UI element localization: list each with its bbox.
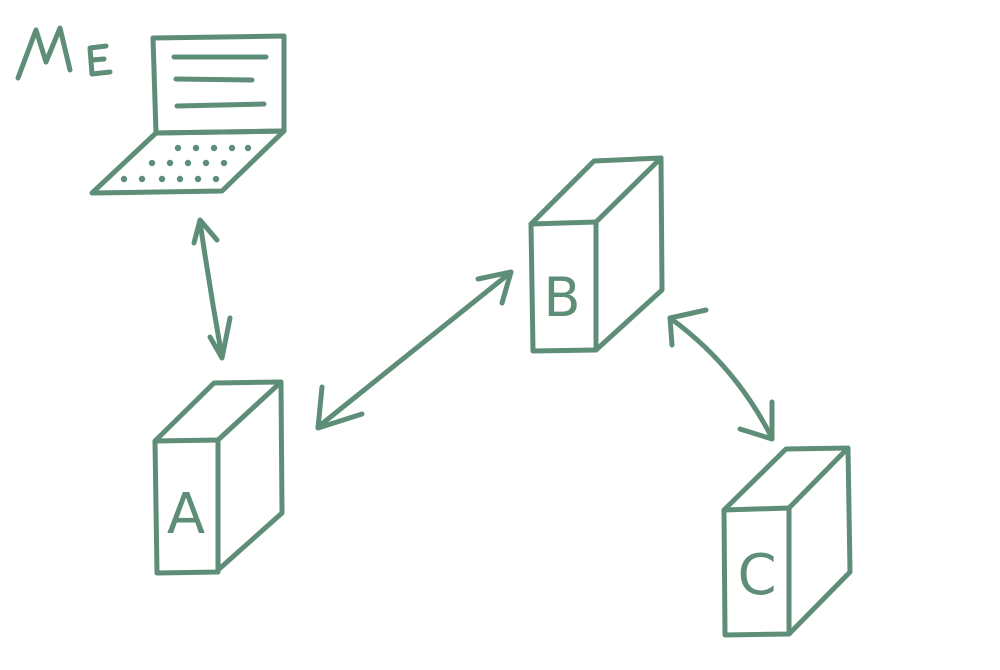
arrowhead bbox=[207, 315, 233, 361]
keyboard-key-dot bbox=[138, 175, 146, 183]
arrowhead bbox=[315, 384, 365, 431]
laptop-screen-line bbox=[174, 101, 267, 109]
laptop-screen bbox=[150, 33, 287, 136]
laptop-keys bbox=[120, 144, 252, 183]
laptop-screen-line bbox=[173, 76, 255, 83]
arrow-b-c bbox=[667, 307, 775, 442]
laptop-keyboard bbox=[89, 128, 287, 196]
laptop-icon bbox=[89, 33, 287, 196]
arrowhead bbox=[737, 399, 775, 442]
me-label: ME bbox=[15, 25, 113, 81]
keyboard-key-dot bbox=[166, 159, 174, 167]
keyboard-key-dot bbox=[194, 175, 202, 183]
me-label-text: ME bbox=[28, 71, 30, 73]
keyboard-key-dot bbox=[202, 159, 210, 167]
server-c-label: C bbox=[737, 543, 776, 608]
keyboard-key-dot bbox=[220, 159, 228, 167]
arrow-a-b bbox=[315, 269, 514, 431]
keyboard-key-dot bbox=[174, 144, 182, 152]
keyboard-key-dot bbox=[176, 175, 184, 183]
keyboard-key-dot bbox=[244, 144, 252, 152]
keyboard-key-dot bbox=[192, 144, 200, 152]
keyboard-key-dot bbox=[210, 144, 218, 152]
server-b-icon: B bbox=[528, 155, 665, 354]
server-a-label: A bbox=[167, 482, 205, 547]
keyboard-key-dot bbox=[184, 159, 192, 167]
arrowhead bbox=[475, 269, 514, 306]
keyboard-key-dot bbox=[212, 175, 220, 183]
arrowhead bbox=[191, 217, 220, 246]
keyboard-key-dot bbox=[148, 159, 156, 167]
server-c-icon: C bbox=[721, 445, 853, 638]
ink-layer: ME A B bbox=[15, 25, 853, 638]
arrowhead bbox=[667, 307, 709, 348]
server-b-label: B bbox=[543, 266, 580, 329]
keyboard-key-dot bbox=[120, 175, 128, 183]
keyboard-key-dot bbox=[228, 144, 236, 152]
server-a-icon: A bbox=[152, 379, 285, 576]
arrow-me-a bbox=[191, 217, 233, 361]
keyboard-key-dot bbox=[158, 175, 166, 183]
